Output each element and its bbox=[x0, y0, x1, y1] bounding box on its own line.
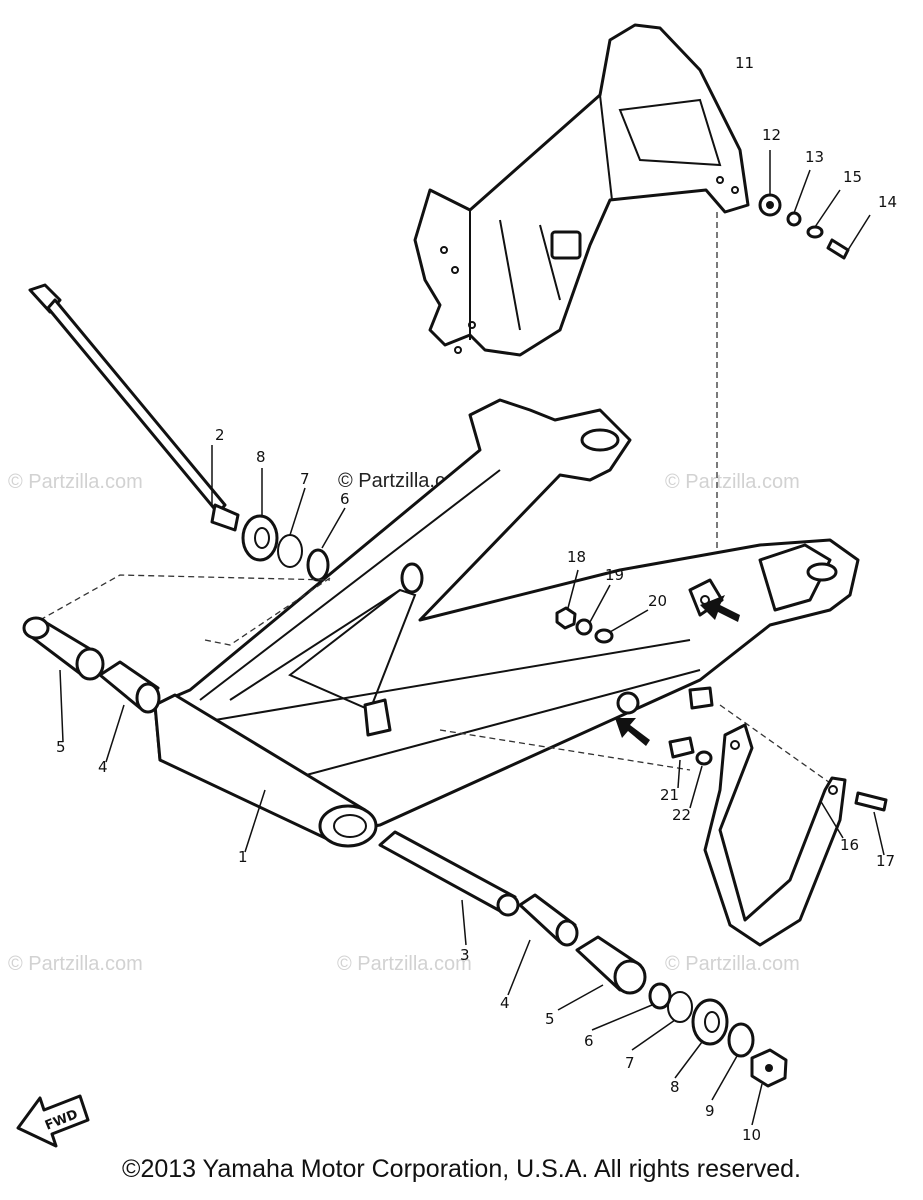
bracket-tab bbox=[550, 230, 582, 260]
guide-line bbox=[204, 577, 331, 646]
part-17-bolt bbox=[854, 791, 888, 812]
callout-9: 9 bbox=[705, 1102, 715, 1120]
part-7-circlip-right bbox=[667, 991, 693, 1023]
callout-13: 13 bbox=[805, 148, 824, 166]
copyright-notice: ©2013 Yamaha Motor Corporation, U.S.A. A… bbox=[122, 1155, 801, 1183]
watermark: © Partzilla.com bbox=[8, 471, 143, 493]
callout-2: 2 bbox=[215, 426, 225, 444]
exploded-view-svg: © Partzilla.com © Partzilla.com © Partzi… bbox=[8, 23, 897, 1148]
arrow-indicator bbox=[615, 718, 650, 746]
callout-4: 4 bbox=[500, 994, 510, 1012]
callout-3: 3 bbox=[460, 946, 470, 964]
callout-4: 4 bbox=[98, 758, 108, 776]
callout-1: 1 bbox=[238, 848, 248, 866]
callout-12: 12 bbox=[762, 126, 781, 144]
part-14-bolt bbox=[826, 238, 850, 260]
callout-11: 11 bbox=[735, 54, 754, 72]
callout-17: 17 bbox=[876, 852, 895, 870]
part-8-collar-upper bbox=[241, 514, 279, 562]
part-8-collar-right bbox=[691, 998, 729, 1046]
watermark: © Partzilla.com bbox=[665, 471, 800, 493]
fasteners-12-15 bbox=[758, 150, 871, 260]
part-19-washer bbox=[575, 618, 593, 636]
callout-5: 5 bbox=[56, 738, 66, 756]
callout-6: 6 bbox=[340, 490, 350, 508]
part-13-washer bbox=[786, 211, 802, 227]
callout-21: 21 bbox=[660, 786, 679, 804]
part-20-washer bbox=[594, 628, 614, 644]
part-9-washer-right bbox=[727, 1022, 755, 1058]
guide-line bbox=[39, 574, 331, 621]
part-2-pivot-shaft bbox=[28, 283, 240, 532]
callout-7: 7 bbox=[300, 470, 310, 488]
part-3-spacer bbox=[378, 830, 517, 914]
part-7-circlip-upper bbox=[277, 534, 303, 568]
guide-line bbox=[719, 704, 841, 791]
part-11-chain-case bbox=[413, 23, 750, 357]
callout-14: 14 bbox=[878, 193, 897, 211]
part-22-washer bbox=[695, 750, 713, 766]
callout-19: 19 bbox=[605, 566, 624, 584]
part-6-washer-upper bbox=[306, 548, 330, 582]
callout-18: 18 bbox=[567, 548, 586, 566]
part-1-swingarm bbox=[153, 398, 860, 848]
callout-5: 5 bbox=[545, 1010, 555, 1028]
fwd-arrow-icon: FWD bbox=[16, 1094, 90, 1148]
guide-line bbox=[439, 729, 691, 771]
part-15-washer bbox=[806, 225, 824, 239]
arrow-indicator bbox=[700, 595, 740, 622]
callout-7: 7 bbox=[625, 1054, 635, 1072]
callout-15: 15 bbox=[843, 168, 862, 186]
part-16-bracket bbox=[703, 723, 847, 947]
callout-8: 8 bbox=[256, 448, 266, 466]
watermark: © Partzilla.com bbox=[337, 953, 472, 975]
watermark: © Partzilla.com bbox=[8, 953, 143, 975]
callout-22: 22 bbox=[672, 806, 691, 824]
part-21-bolt bbox=[668, 736, 695, 759]
part-6-washer-right bbox=[648, 982, 672, 1010]
part-18-nut bbox=[555, 606, 577, 630]
callout-6: 6 bbox=[584, 1032, 594, 1050]
watermark: © Partzilla.com bbox=[665, 953, 800, 975]
callout-10: 10 bbox=[742, 1126, 761, 1144]
callout-16: 16 bbox=[840, 836, 859, 854]
callout-20: 20 bbox=[648, 592, 667, 610]
callout-8: 8 bbox=[670, 1078, 680, 1096]
